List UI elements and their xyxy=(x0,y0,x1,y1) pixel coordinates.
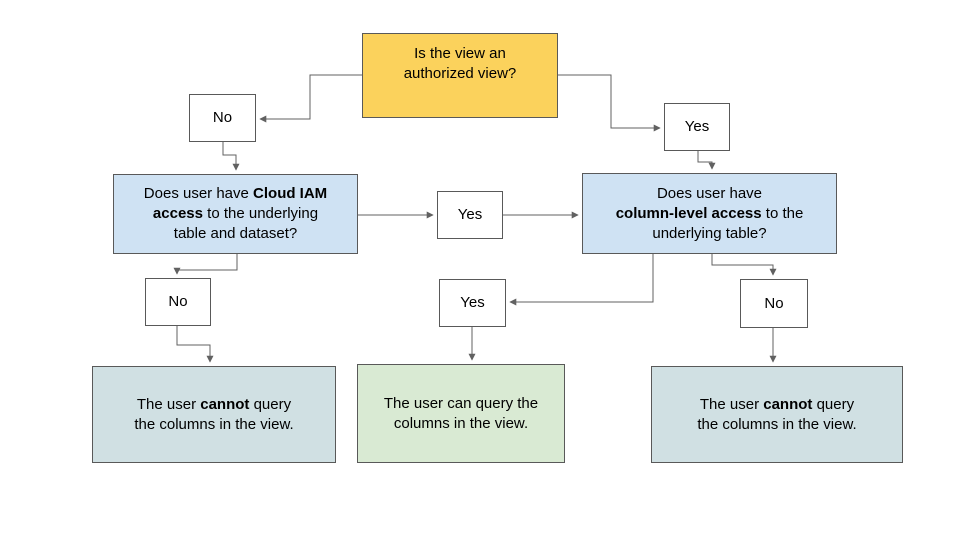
branch-label-text: No xyxy=(212,109,233,126)
decision-cloud-iam-access: Does user have Cloud IAM access to the u… xyxy=(113,174,358,254)
branch-label-yes-middle: Yes xyxy=(437,191,503,239)
outcome-cannot-query-right: The user cannot query the columns in the… xyxy=(651,366,903,463)
connector-no2-to-outleft xyxy=(176,326,214,363)
branch-label-no-left: No xyxy=(145,278,211,326)
outcome-cannot-query-left: The user cannot query the columns in the… xyxy=(92,366,336,463)
branch-label-no-top-left: No xyxy=(189,94,256,142)
connector-qcol-to-yes2 xyxy=(509,254,654,306)
decision-root-authorized-view: Is the view an authorized view? xyxy=(362,33,558,118)
branch-label-yes-top-right: Yes xyxy=(664,103,730,151)
connector-root-to-no1 xyxy=(259,74,362,123)
branch-label-text: No xyxy=(764,294,784,312)
connector-no1-to-qiam xyxy=(222,142,240,171)
connector-root-to-yes1 xyxy=(558,74,661,132)
branch-label-no-right: No xyxy=(740,279,808,328)
branch-label-text: Yes xyxy=(460,294,485,311)
connector-qcol-to-no3 xyxy=(711,254,777,276)
outcome-can-query: The user can query the columns in the vi… xyxy=(357,364,565,463)
decision-column-level-access: Does user have column-level access to th… xyxy=(582,173,837,254)
branch-label-text: Yes xyxy=(457,206,483,223)
branch-label-text: Yes xyxy=(684,118,710,135)
branch-label-text: No xyxy=(168,293,188,310)
connector-yes1-to-qcol xyxy=(697,151,716,170)
connector-qiam-to-no2 xyxy=(173,254,238,275)
branch-label-yes-bottom-middle: Yes xyxy=(439,279,506,327)
